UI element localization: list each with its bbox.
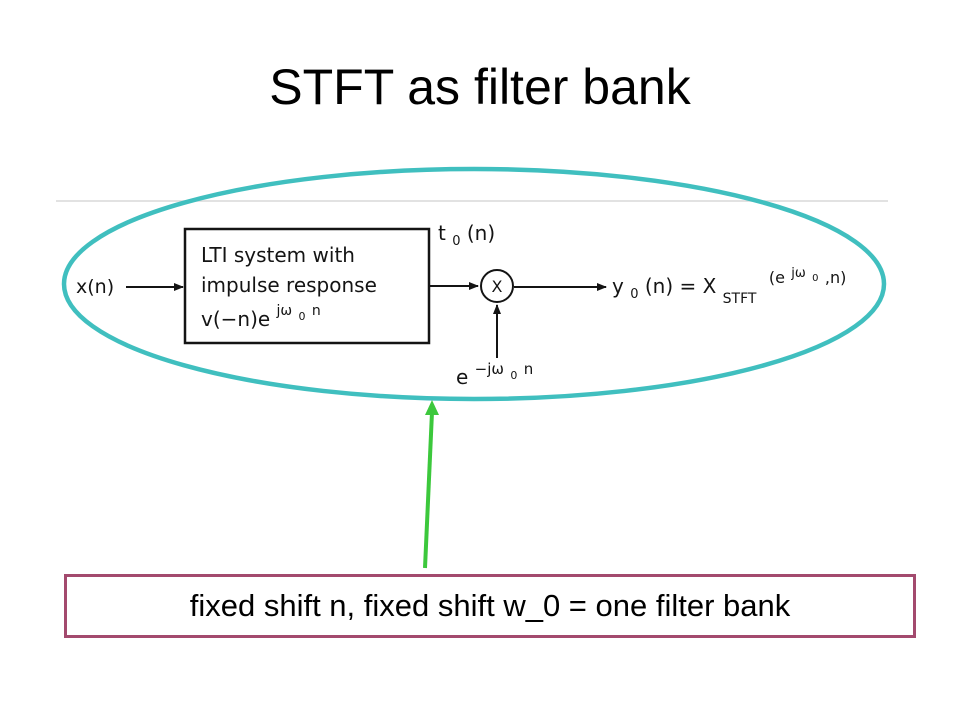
output-label-x-sub: STFT: [723, 291, 757, 307]
intermediate-label-tail: (n): [467, 221, 495, 245]
input-label: x(n): [76, 276, 114, 298]
caption-box: fixed shift n, fixed shift w_0 = one fil…: [64, 574, 916, 638]
modulator-label-base: e: [456, 365, 468, 389]
output-label-y-tail: (n) = X: [645, 274, 717, 298]
output-label-exp: jω: [790, 266, 806, 281]
lti-block-line3-exp-sub: 0: [299, 310, 306, 323]
lti-system-block: [183, 227, 431, 345]
lti-block-line3-exp-tail: n: [312, 303, 321, 319]
output-label-paren-open: (e: [769, 268, 785, 287]
multiplier-node: [480, 269, 514, 303]
lti-block-line1: LTI system with: [201, 243, 355, 267]
intermediate-label: t 0 (n): [438, 221, 495, 250]
output-label-y-sub: 0: [630, 287, 638, 302]
multiplier-symbol: X: [492, 277, 503, 296]
output-label-y: y: [612, 274, 624, 298]
output-label: y 0 (n) = X STFT (e jω 0 ,n): [612, 258, 846, 308]
modulator-label-exp: −jω: [475, 360, 504, 378]
pointer-arrow-shaft: [423, 411, 434, 569]
output-label-tail: ,n): [825, 268, 846, 287]
lti-block-line3-base: v(−n)e: [201, 307, 270, 331]
modulator-label-exp-tail: n: [524, 360, 534, 378]
slide-title: STFT as filter bank: [269, 59, 691, 115]
highlight-ellipse: [61, 166, 887, 402]
output-label-exp-sub: 0: [812, 273, 818, 284]
lti-block-line3-exp: jω: [276, 303, 293, 319]
pointer-arrow-head: [425, 400, 439, 415]
modulator-label-exp-sub: 0: [510, 369, 517, 382]
lti-block-line3: v(−n)e jω 0 n: [201, 296, 321, 331]
lti-block-line2: impulse response: [201, 273, 377, 297]
caption-text: fixed shift n, fixed shift w_0 = one fil…: [189, 588, 791, 623]
intermediate-label-sub: 0: [452, 234, 460, 249]
intermediate-label-base: t: [438, 221, 446, 245]
modulator-label: e −jω 0 n: [456, 355, 533, 389]
